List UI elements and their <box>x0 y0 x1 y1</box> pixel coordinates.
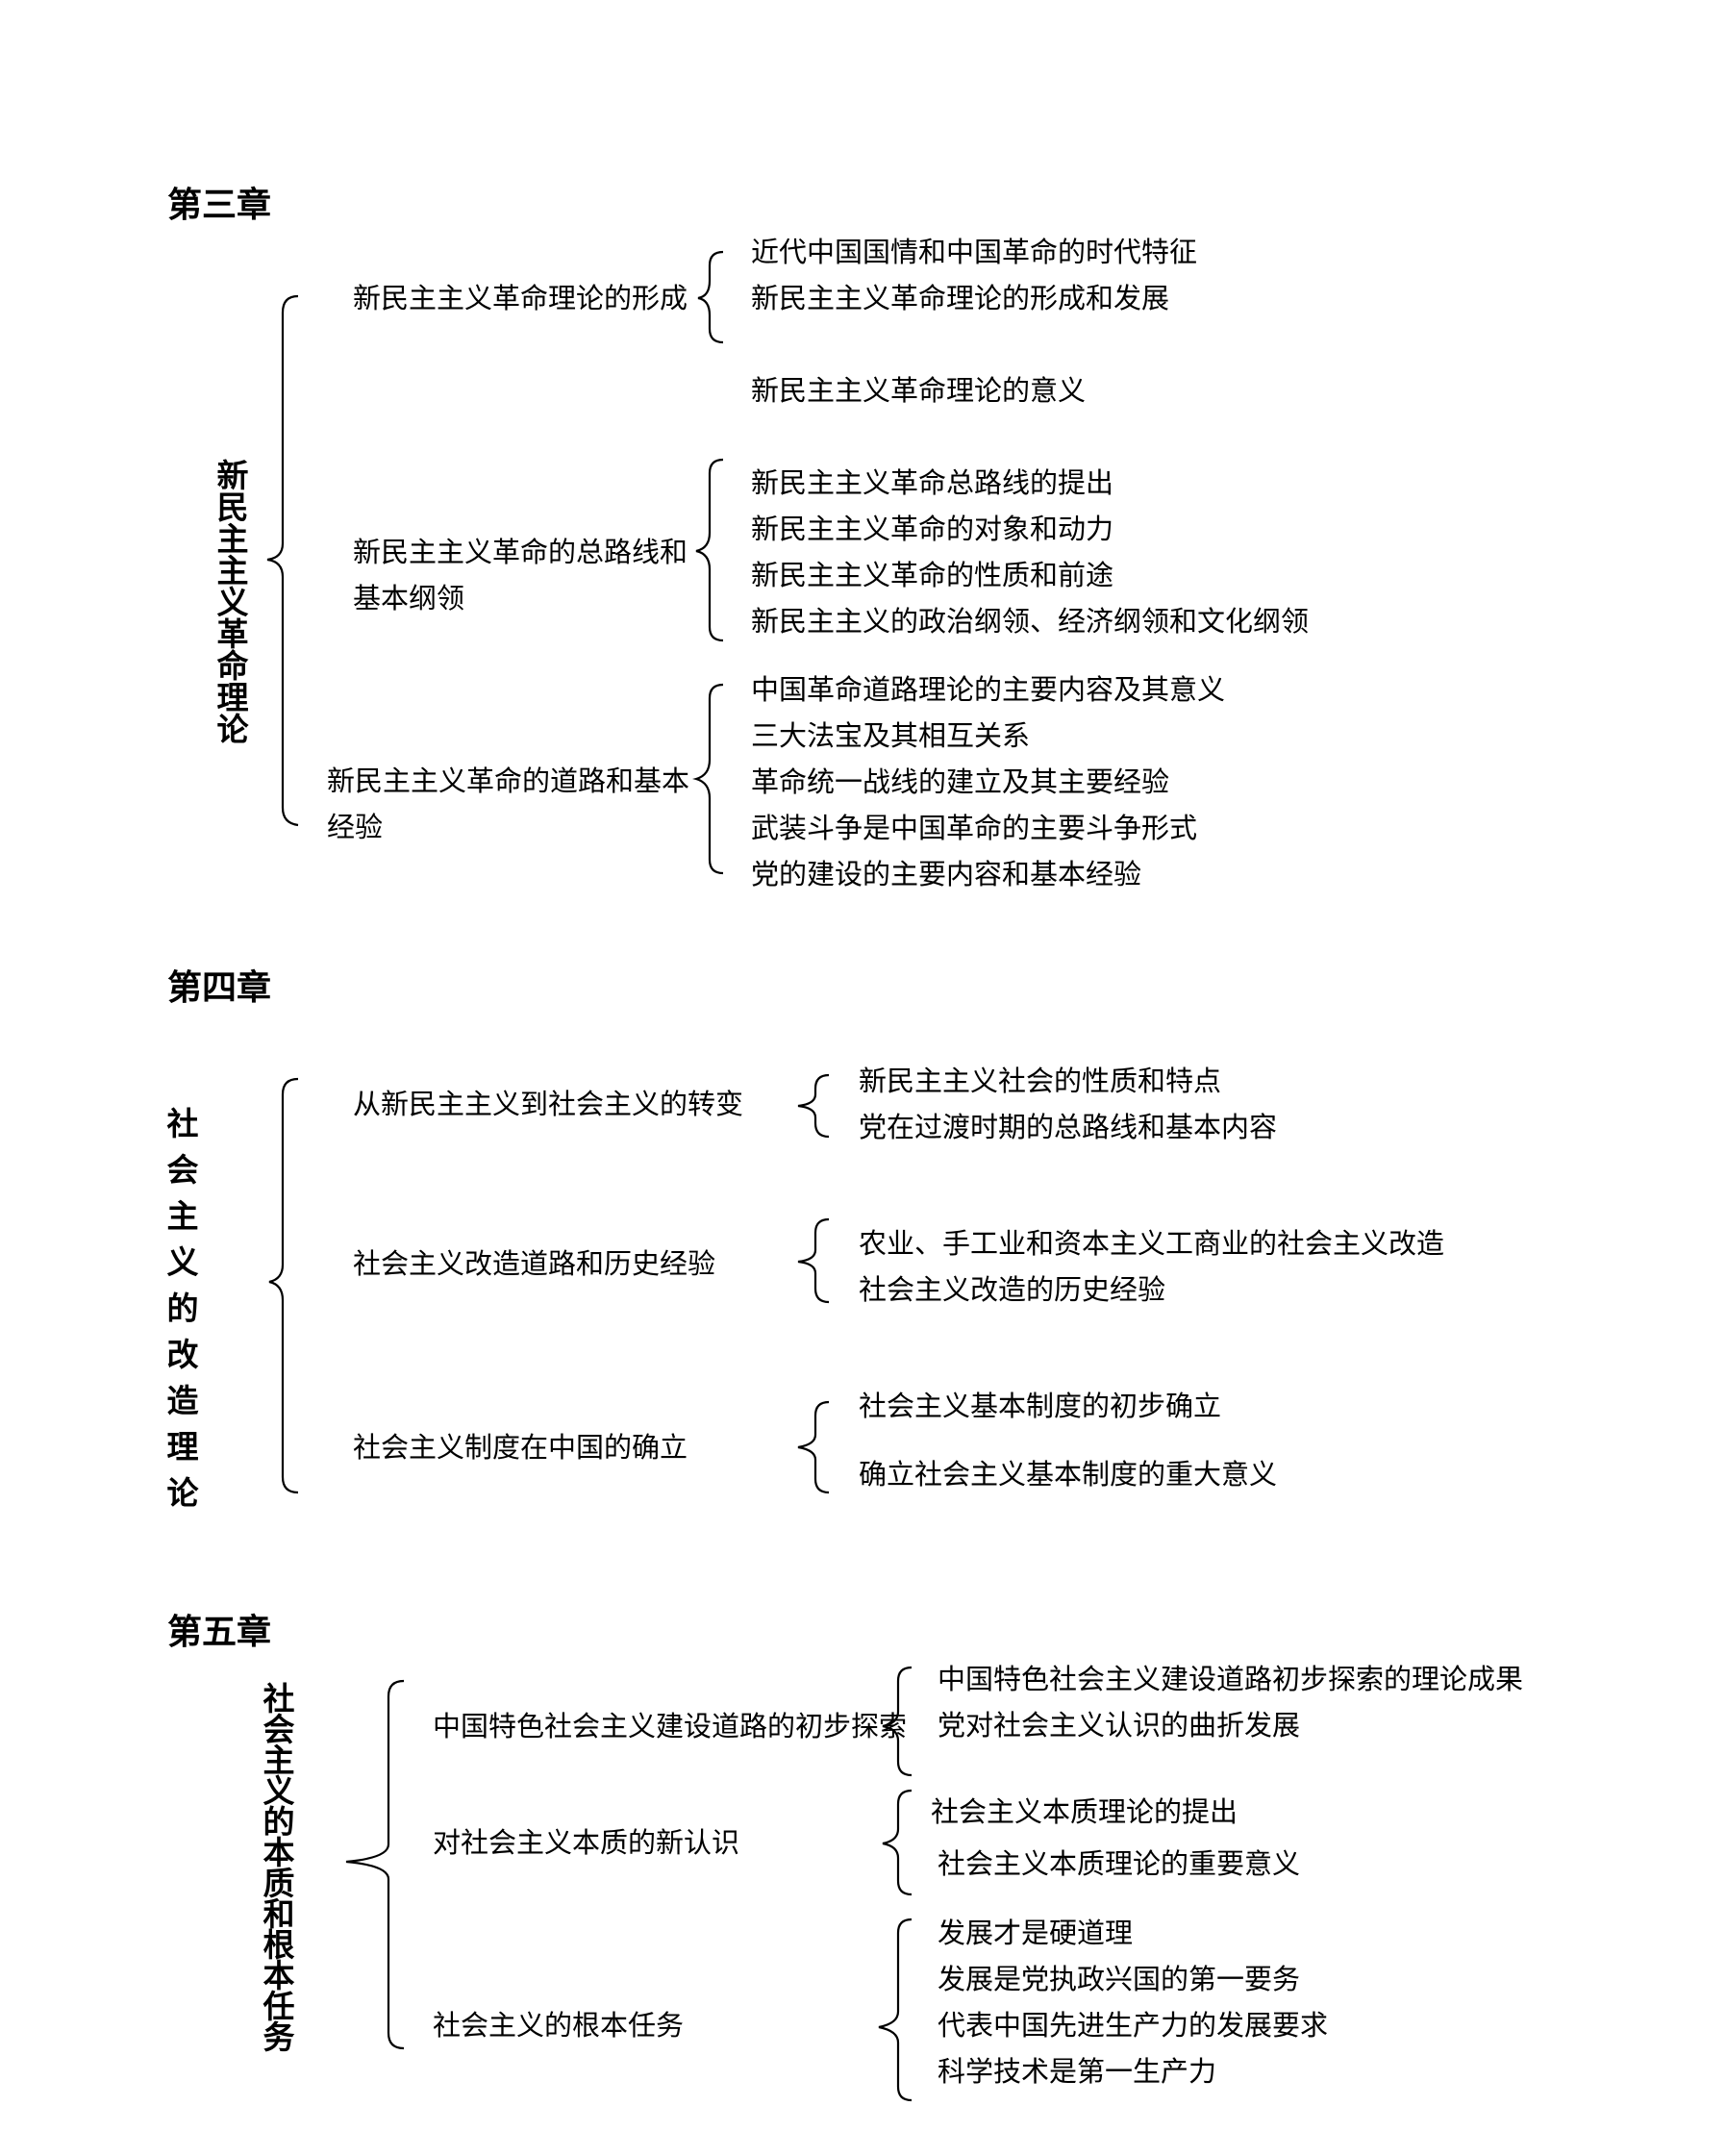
brace-ch4-main <box>268 1077 299 1494</box>
section-title: 从新民主主义到社会主义的转变 <box>353 1088 744 1120</box>
topic-char: 革 <box>216 615 249 653</box>
topic-char: 会 <box>263 1711 295 1748</box>
section-item: 党在过渡时期的总路线和基本内容 <box>859 1111 1278 1143</box>
topic-char: 改 <box>166 1336 199 1373</box>
topic-char: 质 <box>263 1865 295 1902</box>
section-item: 党对社会主义认识的曲折发展 <box>938 1709 1301 1742</box>
topic-char: 义 <box>263 1772 295 1810</box>
section-title: 社会主义制度在中国的确立 <box>353 1431 688 1464</box>
section-item: 新民主主义革命的对象和动力 <box>751 513 1114 545</box>
brace-ch4-s1 <box>797 1073 830 1139</box>
section-item: 新民主主义社会的性质和特点 <box>859 1065 1222 1097</box>
topic-char: 的 <box>263 1803 295 1841</box>
section-item: 科学技术是第一生产力 <box>938 2055 1217 2088</box>
topic-char: 命 <box>216 647 249 685</box>
topic-char: 义 <box>216 584 249 621</box>
chapter-heading: 第三章 <box>167 186 272 225</box>
section-title: 社会主义的根本任务 <box>433 2009 685 2042</box>
topic-char: 本 <box>263 1834 295 1871</box>
topic-char: 和 <box>263 1895 295 1933</box>
section-title: 社会主义改造道路和历史经验 <box>353 1247 716 1280</box>
section-item: 发展才是硬道理 <box>938 1917 1134 1949</box>
topic-char: 造 <box>166 1382 199 1419</box>
section-title: 基本纲领 <box>353 582 465 614</box>
chapter-topic-vertical: 社 会 主 义 的 本 质 和 根 本 任 务 <box>260 1680 298 2056</box>
topic-char: 任 <box>263 1988 295 2025</box>
section-title: 中国特色社会主义建设道路的初步探索 <box>433 1710 908 1742</box>
topic-char: 的 <box>166 1290 199 1327</box>
section-item: 近代中国国情和中国革命的时代特征 <box>751 236 1198 268</box>
topic-char: 新 <box>216 457 249 494</box>
section-item: 新民主主义的政治纲领、经济纲领和文化纲领 <box>751 605 1310 638</box>
brace-ch5-main <box>345 1679 405 2050</box>
chapter-topic-vertical: 新 民 主 主 义 革 命 理 论 <box>213 460 252 745</box>
section-item: 新民主主义革命总路线的提出 <box>751 466 1114 499</box>
topic-char: 务 <box>263 2018 295 2056</box>
section-item: 三大法宝及其相互关系 <box>751 719 1031 752</box>
chapter-heading: 第五章 <box>167 1613 272 1652</box>
section-item: 党的建设的主要内容和基本经验 <box>751 858 1142 890</box>
section-item: 社会主义本质理论的重要意义 <box>938 1847 1301 1880</box>
topic-char: 民 <box>216 489 249 526</box>
topic-char: 主 <box>216 552 249 589</box>
topic-char: 主 <box>263 1742 295 1779</box>
brace-ch3-s2 <box>695 458 724 642</box>
section-item: 农业、手工业和资本主义工商业的社会主义改造 <box>859 1227 1445 1260</box>
brace-ch5-s2 <box>882 1789 913 1896</box>
topic-char: 理 <box>166 1428 199 1466</box>
topic-char: 社 <box>166 1105 199 1142</box>
section-item: 代表中国先进生产力的发展要求 <box>938 2009 1329 2042</box>
section-item: 武装斗争是中国革命的主要斗争形式 <box>751 812 1198 844</box>
topic-char: 主 <box>166 1197 199 1235</box>
section-title: 对社会主义本质的新认识 <box>433 1826 740 1859</box>
section-item: 中国革命道路理论的主要内容及其意义 <box>751 673 1226 706</box>
topic-char: 会 <box>166 1151 199 1189</box>
section-title: 经验 <box>327 811 384 843</box>
topic-char: 根 <box>263 1926 295 1964</box>
section-item: 新民主主义革命理论的形成和发展 <box>751 282 1170 314</box>
topic-char: 社 <box>263 1680 295 1717</box>
section-item: 社会主义改造的历史经验 <box>859 1273 1166 1306</box>
topic-char: 论 <box>166 1474 199 1512</box>
section-title: 新民主主义革命的总路线和 <box>353 536 688 568</box>
chapter-heading: 第四章 <box>167 968 272 1008</box>
section-item: 新民主主义革命的性质和前途 <box>751 559 1114 591</box>
topic-char: 义 <box>166 1243 199 1281</box>
chapter-topic-vertical: 社 会 主 义 的 改 造 理 论 <box>163 1108 202 1523</box>
section-title: 新民主主义革命的道路和基本 <box>327 765 690 797</box>
topic-char: 理 <box>216 679 249 716</box>
section-item: 确立社会主义基本制度的重大意义 <box>859 1458 1278 1491</box>
section-item: 发展是党执政兴国的第一要务 <box>938 1963 1301 1995</box>
section-item: 新民主主义革命理论的意义 <box>751 374 1087 407</box>
brace-ch5-s3 <box>878 1918 913 2102</box>
section-item: 革命统一战线的建立及其主要经验 <box>751 765 1170 798</box>
section-title: 新民主主义革命理论的形成 <box>353 282 688 314</box>
topic-char: 主 <box>216 520 249 558</box>
brace-ch3-s3 <box>692 683 724 875</box>
topic-char: 本 <box>263 1957 295 1994</box>
brace-ch3-main <box>266 294 299 827</box>
section-item: 社会主义基本制度的初步确立 <box>859 1390 1222 1422</box>
topic-char: 论 <box>216 711 249 748</box>
brace-ch3-s1 <box>697 250 724 344</box>
section-item: 社会主义本质理论的提出 <box>931 1795 1238 1828</box>
section-item: 中国特色社会主义建设道路初步探索的理论成果 <box>938 1663 1524 1695</box>
brace-ch5-s1 <box>882 1666 913 1777</box>
brace-ch4-s2 <box>797 1217 830 1304</box>
brace-ch4-s3 <box>797 1400 830 1494</box>
